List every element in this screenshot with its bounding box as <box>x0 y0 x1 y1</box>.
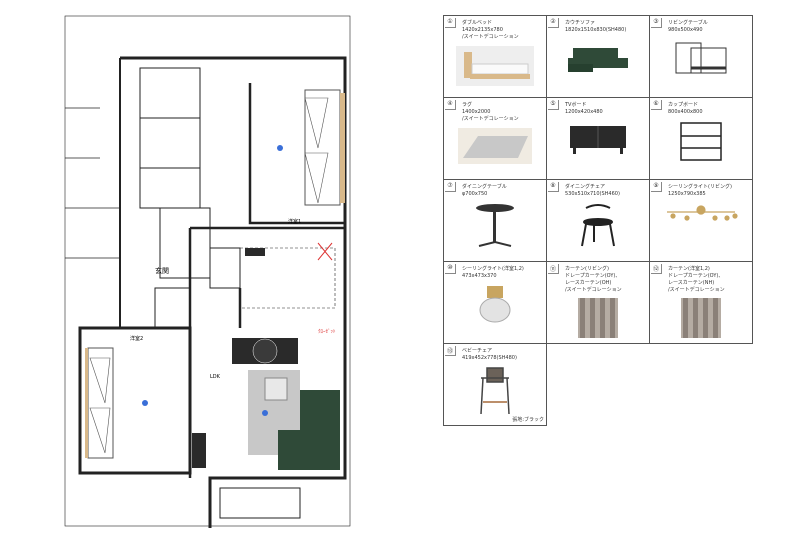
item-number: ⑩ <box>445 264 456 274</box>
furniture-item: ⑨ シーリングライト(リビング)1250x790x385 <box>649 179 753 262</box>
item-name: リビングテーブル <box>668 20 708 26</box>
item-spec: φ700x750 <box>462 191 488 197</box>
room-label-bedroom1: 洋室1 <box>288 218 301 225</box>
item-number: ② <box>548 18 559 28</box>
item-spec: 1250x790x385 <box>668 191 706 197</box>
item-spec: ドレープカーテン(OY)、 レースカーテン(OH) /スイートデコレーション <box>565 273 622 293</box>
item-number: ⑦ <box>445 182 456 192</box>
item-name: TVボード <box>565 102 587 108</box>
item-spec: 1200x420x480 <box>565 109 603 115</box>
babychair-image <box>477 366 513 418</box>
item-name: ダイニングテーブル <box>462 184 507 190</box>
sofa-image <box>563 38 633 80</box>
item-name: カップボード <box>668 102 699 108</box>
item-name: シーリングライト(洋室1,2) <box>462 266 524 272</box>
shelf-image <box>676 120 726 164</box>
tvboard-image <box>567 120 629 158</box>
floor-plan: 洋室1 洋室2 LDK ｸﾛｰｾﾞｯﾄ 玄関 <box>64 15 351 528</box>
item-spec: 473x473x370 <box>462 273 497 279</box>
item-number: ⑧ <box>548 182 559 192</box>
room-label-ldk: LDK <box>210 374 221 380</box>
table-image <box>473 202 517 250</box>
item-number: ⑫ <box>651 264 662 274</box>
item-name: カウチソファ <box>565 20 596 26</box>
item-name: ダブルベッド <box>462 20 493 26</box>
item-number: ⑨ <box>651 182 662 192</box>
item-name: カーテン(洋室1,2) <box>668 266 710 272</box>
curtain-image <box>681 298 721 340</box>
item-spec: 1400x2000 /スイートデコレーション <box>462 109 519 122</box>
item-spec: 419x452x778(SH480) <box>462 355 517 361</box>
item-number: ⑥ <box>651 100 662 110</box>
item-number: ③ <box>651 18 662 28</box>
furniture-item: ⑩ シーリングライト(洋室1,2)473x473x370 <box>443 261 547 344</box>
furniture-item: ⑪ カーテン(リビング)ドレープカーテン(OY)、 レースカーテン(OH) /ス… <box>546 261 650 344</box>
item-name: ダイニングチェア <box>565 184 606 190</box>
item-number: ① <box>445 18 456 28</box>
chair-image <box>576 202 620 250</box>
item-note: 張地:ブラック <box>512 417 544 423</box>
empty-cell <box>650 344 753 426</box>
item-number: ⑬ <box>445 346 456 356</box>
furniture-item: ⑫ カーテン(洋室1,2)ドレープカーテン(OY)、 レースカーテン(NH) /… <box>649 261 753 344</box>
spot-image <box>663 202 739 228</box>
rug-image <box>458 128 532 166</box>
bed-image <box>456 46 534 88</box>
item-number: ⑪ <box>548 264 559 274</box>
item-spec: 980x500x490 <box>668 27 703 33</box>
curtain-image <box>578 298 618 340</box>
room-label-closet: ｸﾛｰｾﾞｯﾄ <box>318 328 336 335</box>
item-number: ⑤ <box>548 100 559 110</box>
item-name: ベビーチェア <box>462 348 493 354</box>
item-number: ④ <box>445 100 456 110</box>
room-label-bedroom2: 洋室2 <box>130 335 143 342</box>
nesttable-image <box>671 38 731 80</box>
empty-cell <box>547 344 650 426</box>
room-label-entrance: 玄関 <box>155 266 169 275</box>
item-spec: 800x400x800 <box>668 109 703 115</box>
item-spec: 530x510x710(SH460) <box>565 191 620 197</box>
lamp-image <box>478 284 512 330</box>
item-spec: 1820x1510x830(SH480) <box>565 27 627 33</box>
item-name: カーテン(リビング) <box>565 266 609 272</box>
item-name: ラグ <box>462 102 473 108</box>
item-spec: 1420x2135x780 /スイートデコレーション <box>462 27 519 40</box>
item-spec: ドレープカーテン(OY)、 レースカーテン(NH) /スイートデコレーション <box>668 273 725 293</box>
table-row: ⑩ シーリングライト(洋室1,2)473x473x370 ⑪ カーテン(リビング… <box>443 261 753 344</box>
item-name: シーリングライト(リビング) <box>668 184 732 190</box>
